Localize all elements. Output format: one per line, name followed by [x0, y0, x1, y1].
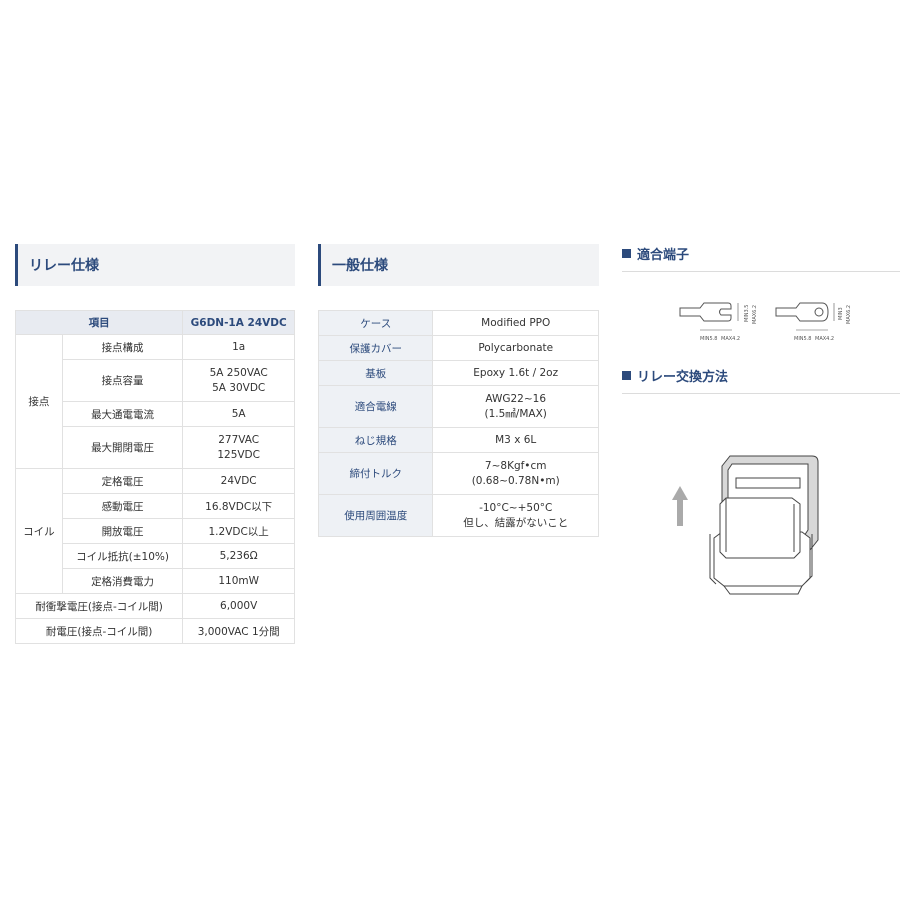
square-bullet-icon — [622, 249, 631, 258]
row-label: 保護カバー — [317, 335, 434, 361]
row-label: 開放電圧 — [61, 518, 184, 544]
row-value: 277VAC 125VDC — [182, 426, 295, 469]
relay-replacement-diagram — [672, 455, 819, 595]
relay-spec-heading: リレー仕様 — [15, 244, 295, 286]
socket-icon — [709, 497, 813, 595]
value-line: 7~8Kgf•cm — [484, 459, 547, 472]
row-value: 3,000VAC 1分間 — [182, 618, 295, 644]
row-label: 最大開閉電圧 — [61, 426, 184, 469]
row-label: ねじ規格 — [317, 427, 434, 453]
row-label: 使用周囲温度 — [317, 494, 434, 537]
relay-spec-table: 項目 G6DN-1A 24VDC 接点 接点構成 1a 接点容量 5A 250V… — [14, 310, 295, 644]
row-value: 16.8VDC以下 — [182, 493, 295, 519]
terminal-diagram: MIN3.5 MAX6.2 MIN5.8 MAX4.2 MIN3 MAX6.2 … — [679, 302, 852, 342]
dim-label: MIN5.8 — [700, 336, 717, 342]
value-line: 但し、結露がないこと — [463, 516, 569, 529]
relay-spec-section: リレー仕様 項目 G6DN-1A 24VDC 接点 接点構成 1a 接点容量 5… — [14, 244, 295, 644]
row-label: 感動電圧 — [61, 493, 184, 519]
row-value: 5,236Ω — [182, 543, 295, 569]
row-value: 24VDC — [182, 468, 295, 494]
row-value: Modified PPO — [432, 310, 599, 336]
row-label: 耐電圧(接点-コイル間) — [14, 618, 184, 644]
general-spec-heading: 一般仕様 — [318, 244, 599, 286]
replace-heading: リレー交換方法 — [622, 366, 728, 385]
row-value: 6,000V — [182, 593, 295, 619]
row-label: 適合電線 — [317, 385, 434, 428]
row-value: 5A — [182, 401, 295, 427]
divider — [622, 393, 900, 394]
row-value: 7~8Kgf•cm (0.68~0.78N•m) — [432, 452, 599, 495]
row-value: AWG22~16 (1.5㎟/MAX) — [432, 385, 599, 428]
dim-label: MIN3.5 — [744, 305, 750, 322]
fork-terminal-icon — [679, 302, 739, 331]
header-item: 項目 — [14, 310, 184, 335]
row-value: 110mW — [182, 568, 295, 594]
terminal-heading: 適合端子 — [622, 244, 689, 263]
general-spec-table: ケース Modified PPO 保護カバー Polycarbonate 基板 … — [317, 310, 599, 537]
value-line: -10°C~+50°C — [479, 501, 553, 514]
value-line: 277VAC — [218, 433, 260, 446]
row-value: 1.2VDC以上 — [182, 518, 295, 544]
general-spec-section: 一般仕様 ケース Modified PPO 保護カバー Polycarbonat… — [317, 244, 599, 537]
dim-label: MIN5.8 — [794, 336, 811, 342]
value-line: (0.68~0.78N•m) — [471, 474, 560, 487]
row-value: Polycarbonate — [432, 335, 599, 361]
group-contact: 接点 — [15, 334, 63, 469]
dim-label: MAX6.2 — [846, 305, 852, 324]
row-value: 5A 250VAC 5A 30VDC — [182, 359, 295, 402]
dim-label: MAX4.2 — [721, 336, 740, 342]
row-label: ケース — [317, 310, 434, 336]
dim-label: MAX6.2 — [752, 305, 758, 324]
value-line: AWG22~16 — [485, 392, 547, 405]
value-line: (1.5㎟/MAX) — [484, 407, 547, 420]
row-label: 締付トルク — [317, 452, 434, 495]
square-bullet-icon — [622, 371, 631, 380]
dim-label: MAX4.2 — [815, 336, 834, 342]
dim-label: MIN3 — [838, 307, 844, 320]
up-arrow-icon — [672, 486, 688, 526]
row-value: -10°C~+50°C 但し、結露がないこと — [432, 494, 599, 537]
row-label: 接点構成 — [61, 334, 184, 360]
row-label: 定格消費電力 — [61, 568, 184, 594]
row-label: 耐衝撃電圧(接点-コイル間) — [14, 593, 184, 619]
value-line: 125VDC — [217, 448, 260, 461]
group-coil: コイル — [15, 468, 63, 594]
row-label: 接点容量 — [61, 359, 184, 402]
divider — [622, 271, 900, 272]
value-line: 5A 250VAC — [209, 366, 268, 379]
row-value: M3 x 6L — [432, 427, 599, 453]
row-label: コイル抵抗(±10%) — [61, 543, 184, 569]
row-value: Epoxy 1.6t / 2oz — [432, 360, 599, 386]
row-label: 基板 — [317, 360, 434, 386]
ring-terminal-icon — [775, 302, 835, 331]
row-label: 最大通電電流 — [61, 401, 184, 427]
header-model: G6DN-1A 24VDC — [182, 310, 295, 335]
row-label: 定格電圧 — [61, 468, 184, 494]
row-value: 1a — [182, 334, 295, 360]
value-line: 5A 30VDC — [212, 381, 266, 394]
